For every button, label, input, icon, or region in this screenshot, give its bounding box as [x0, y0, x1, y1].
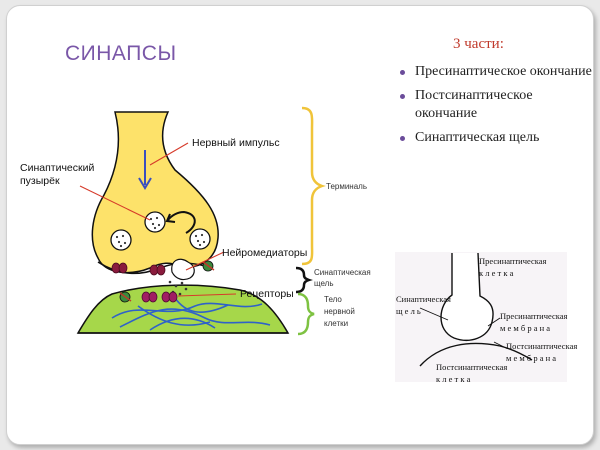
terminal-label: Терминаль: [326, 182, 367, 191]
presynaptic-channels: [111, 262, 166, 276]
body-label-line1: Тело: [324, 295, 342, 304]
vesicle-dots: [115, 216, 206, 248]
terminal-brace: [301, 106, 326, 266]
pointer-lines: [79, 142, 237, 297]
schematic-postsyn-membrane-line2: м е м б р а н а: [506, 353, 556, 363]
parts-list-item: Постсинаптическое окончание: [397, 87, 593, 123]
schematic-presyn-membrane-line1: Пресинаптическая: [500, 311, 568, 321]
parts-list-item: Синаптическая щель: [397, 129, 593, 147]
neurotransmitters-label: Нейромедиаторы: [222, 247, 307, 259]
filaments: [111, 297, 271, 331]
cleft-brace: [295, 266, 313, 294]
vesicle: [144, 211, 166, 233]
fusing-vesicle: [171, 258, 195, 281]
body-brace: [297, 292, 315, 336]
parts-list: Пресинаптическое окончание Постсинаптиче…: [397, 63, 593, 153]
impulse-arrow: [138, 150, 152, 190]
schematic-postsyn-cell-line1: Постсинаптическая: [436, 362, 507, 372]
body-label-line3: клетки: [324, 319, 348, 328]
schematic-presyn-cell-line1: Пресинаптическая: [479, 256, 547, 266]
schematic-postsynaptic-membrane: [419, 342, 533, 367]
vesicle: [110, 229, 132, 251]
receptor-proteins: [141, 291, 178, 303]
schematic-presyn-membrane-line2: м е м б р а н а: [500, 323, 550, 333]
schematic-presynaptic-cell: [440, 252, 494, 341]
recycling-arrow: [165, 210, 196, 234]
vesicle-label-line1: Синаптический: [20, 162, 94, 174]
slide-title: СИНАПСЫ: [65, 42, 177, 65]
schematic-pointers: [419, 307, 507, 349]
parts-list-item: Пресинаптическое окончание: [397, 63, 593, 81]
body-label-line2: нервной: [324, 307, 355, 316]
schematic-postsyn-membrane-line1: Постсинаптическая: [506, 341, 577, 351]
schematic-cleft-line2: щ е л ь: [396, 306, 421, 316]
parts-heading: 3 части:: [453, 36, 504, 52]
synaptic-vesicles: [110, 211, 211, 251]
cleft-label-line1: Синаптическая: [314, 268, 371, 277]
schematic-postsyn-cell-line2: к л е т к а: [436, 374, 471, 384]
cleft-label-line2: щель: [314, 279, 334, 288]
schematic-cleft-line1: Синаптическая: [396, 294, 451, 304]
impulse-label: Нервный импульс: [192, 137, 280, 149]
schematic-presyn-cell-line2: к л е т к а: [479, 268, 514, 278]
transporters: [119, 260, 215, 303]
vesicle: [189, 228, 211, 250]
receptors-label: Рецепторы: [240, 288, 294, 300]
vesicle-label-line2: пузырёк: [20, 175, 60, 187]
